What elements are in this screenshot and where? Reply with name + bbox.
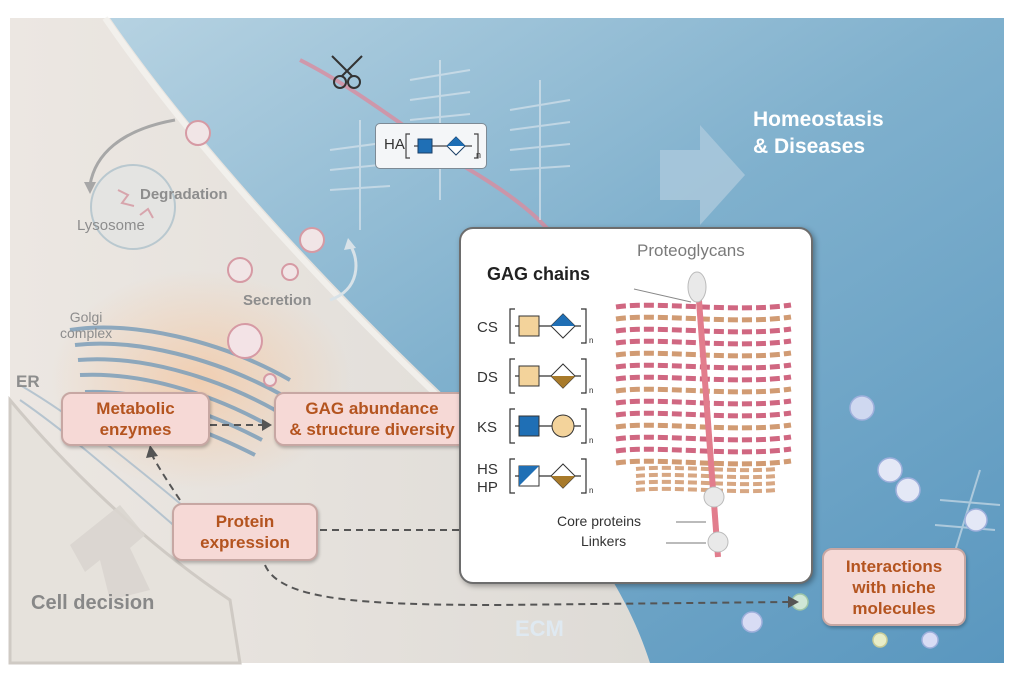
homeostasis-label: Homeostasis & Diseases: [753, 108, 884, 158]
gag-chain-strand: [635, 472, 777, 480]
golgi-label: Golgi complex: [60, 309, 113, 341]
gag-chain-strand: [615, 458, 792, 467]
gag-chain-strand: [615, 374, 792, 383]
gag-chain-strand: [635, 486, 777, 494]
lysosome-label: Lysosome: [77, 217, 145, 234]
gag-chain-strand: [615, 410, 792, 419]
gag-chain-strand: [615, 326, 792, 335]
homeostasis-arrow: [660, 125, 745, 225]
degradation-arrow: [88, 118, 176, 186]
ha-tag: HA n: [375, 123, 487, 169]
ha-glycan-icon: [405, 133, 479, 159]
core-proteins-label: Core proteins: [557, 513, 642, 529]
scissors-icon: [331, 55, 363, 89]
cs-glycan-icon: n: [509, 308, 593, 345]
ds-glycan-icon: n: [509, 358, 593, 395]
hs-hp-glycan-icon: n: [509, 458, 593, 495]
gag-chain-strand: [615, 350, 792, 359]
gag-type-ds: DS: [477, 369, 498, 386]
proteoglycans-panel: Proteoglycans GAG chains CS DS KS HS HP …: [459, 227, 813, 584]
gag-glycan-symbols: n n n: [509, 308, 593, 495]
gag-chain-strand: [615, 386, 792, 395]
niche-molecules: [741, 395, 988, 649]
gag-chain-strand: [615, 398, 792, 407]
ks-n: n: [589, 436, 593, 445]
proteoglycans-title: Proteoglycans: [637, 241, 745, 260]
gag-type-hp: HP: [477, 479, 498, 496]
er-label: ER: [16, 372, 40, 391]
gag-chains-drawing: [615, 302, 792, 494]
hs-hp-n: n: [589, 486, 593, 495]
gag-type-cs: CS: [477, 319, 498, 336]
linkers-label: Linkers: [581, 533, 627, 549]
gag-abundance-box: GAG abundance& structure diversity: [274, 392, 470, 446]
gag-chain-strand: [615, 446, 792, 455]
gag-chain-strand: [635, 465, 777, 473]
proteoglycan-illustration: [615, 271, 792, 558]
gag-chain-strand: [615, 434, 792, 443]
gag-pointer-line: [633, 288, 692, 303]
ecm-label: ECM: [515, 616, 564, 641]
degradation-label: Degradation: [140, 186, 228, 203]
vesicles: [185, 120, 325, 387]
gag-chain-strand: [615, 338, 792, 347]
gag-chains-label: GAG chains: [487, 264, 591, 284]
ds-n: n: [589, 386, 593, 395]
er-membrane: [19, 384, 201, 536]
ha-n: n: [476, 150, 482, 160]
secretion-arrow: [329, 244, 358, 302]
connector-arrows: [151, 424, 789, 607]
cell-decision-label: Cell decision: [31, 592, 155, 614]
cs-n: n: [589, 336, 593, 345]
gag-type-ks: KS: [477, 419, 498, 436]
linker-top: [687, 271, 707, 303]
core-protein: [695, 286, 721, 558]
gag-chain-strand: [615, 314, 792, 323]
secretion-label: Secretion: [243, 292, 312, 309]
gag-type-hs: HS: [477, 461, 498, 478]
lysosome: [90, 164, 176, 250]
gag-chain-strand: [615, 362, 792, 371]
gag-chain-strand: [615, 422, 792, 431]
cell-decision-arrow: [70, 505, 150, 600]
ks-glycan-icon: n: [509, 408, 593, 445]
gag-chain-strand: [635, 479, 777, 487]
gag-chain-strand: [615, 302, 792, 311]
linker-middle: [703, 486, 725, 508]
ha-label: HA: [384, 136, 405, 153]
linker-bottom: [707, 531, 729, 553]
